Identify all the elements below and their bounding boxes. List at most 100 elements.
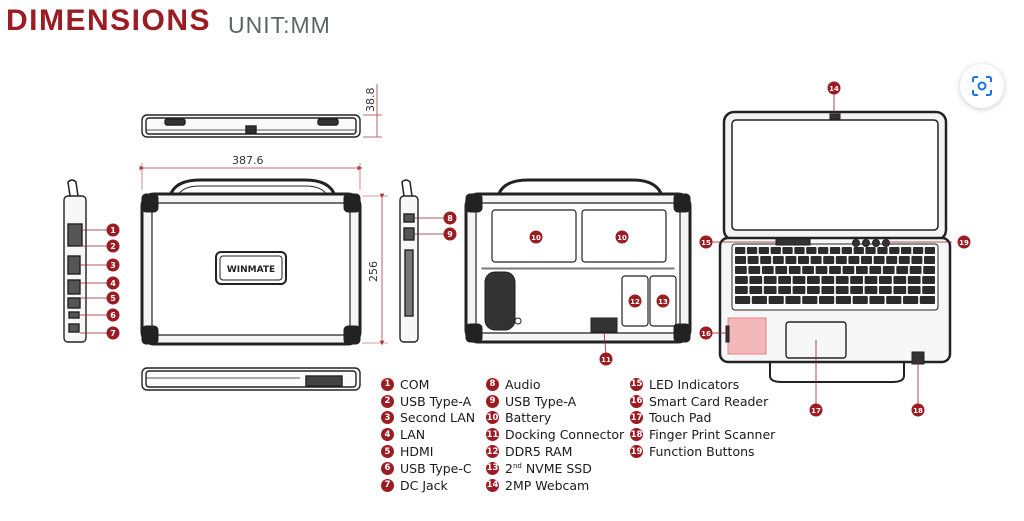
keyboard-key xyxy=(861,256,872,264)
keyboard-key xyxy=(758,247,769,254)
legend-number-badge: 2 xyxy=(381,394,394,408)
keyboard-key xyxy=(815,266,828,274)
keyboard-key xyxy=(746,247,758,254)
keyboard-key xyxy=(835,276,849,284)
width-dimension: 387.6 xyxy=(139,154,363,190)
keyboard-key xyxy=(912,247,924,254)
svg-text:7: 7 xyxy=(110,329,116,338)
legend-label: USB Type-A xyxy=(505,393,577,409)
right-side-leaders xyxy=(414,217,444,235)
keyboard-key xyxy=(749,286,763,294)
keyboard-key xyxy=(735,247,746,254)
legend-number-badge: 3 xyxy=(381,411,394,425)
keyboard-key xyxy=(842,266,855,274)
callout-1: 1 xyxy=(106,223,120,237)
bottom-edge-view xyxy=(141,367,361,391)
legend-number-badge: 7 xyxy=(381,478,394,492)
keyboard-key xyxy=(889,247,900,254)
keyboard-key xyxy=(735,286,748,294)
svg-text:14: 14 xyxy=(829,85,839,93)
depth-label: 38.8 xyxy=(364,88,377,113)
left-side-leaders xyxy=(80,229,108,334)
keyboard-key xyxy=(924,256,935,264)
callout-18: 18 xyxy=(911,403,925,417)
callout-2: 2 xyxy=(106,239,120,253)
legend-item: 7 DC Jack xyxy=(381,477,475,494)
keyboard-key xyxy=(856,266,868,274)
google-lens-button[interactable] xyxy=(960,64,1004,108)
legend-label: HDMI xyxy=(400,444,434,460)
legend-label: USB Type-C xyxy=(400,460,472,476)
keyboard-key xyxy=(819,296,835,304)
keyboard-key xyxy=(829,247,841,254)
legend-label: LAN xyxy=(400,427,426,443)
keyboard-key xyxy=(735,266,747,274)
svg-text:16: 16 xyxy=(701,330,711,338)
keyboard-key xyxy=(763,276,777,284)
right-side-view xyxy=(399,179,419,343)
legend-number-badge: 10 xyxy=(486,411,499,425)
legend-label: DDR5 RAM xyxy=(505,444,573,460)
keyboard-key xyxy=(901,247,912,254)
google-lens-icon xyxy=(972,76,992,96)
depth-dimension: 38.8 xyxy=(363,84,382,138)
keyboard-key xyxy=(802,266,814,274)
legend-number-badge: 17 xyxy=(630,411,643,425)
svg-text:11: 11 xyxy=(601,356,611,364)
svg-text:17: 17 xyxy=(811,407,821,415)
keyboard-key xyxy=(785,296,801,304)
callout-5: 5 xyxy=(106,291,120,305)
legend-number-badge: 13 xyxy=(486,461,499,475)
callout-16: 16 xyxy=(699,326,713,340)
legend-number-badge: 15 xyxy=(630,377,643,391)
legend-number-badge: 9 xyxy=(486,394,499,408)
lid-view xyxy=(140,178,362,346)
svg-text:8: 8 xyxy=(447,214,453,223)
left-side-view xyxy=(63,179,87,343)
keyboard-key xyxy=(802,296,818,304)
keyboard-key xyxy=(923,266,935,274)
page-title: DIMENSIONS xyxy=(6,4,212,37)
keyboard-key xyxy=(751,296,767,304)
keyboard-key xyxy=(821,286,835,294)
svg-text:6: 6 xyxy=(110,311,116,320)
svg-text:5: 5 xyxy=(110,294,116,303)
keyboard-key xyxy=(848,256,860,264)
keyboard-key xyxy=(807,286,820,294)
callout-6: 6 xyxy=(106,308,120,322)
keyboard-key xyxy=(903,296,919,304)
keyboard-key xyxy=(850,286,863,294)
brand-logo: WINMATE xyxy=(227,265,275,275)
keyboard-key xyxy=(877,247,888,254)
keyboard-key xyxy=(879,286,892,294)
legend-label: Function Buttons xyxy=(649,444,755,460)
legend-label: 2nd NVME SSD xyxy=(505,460,592,476)
width-label: 387.6 xyxy=(232,154,264,167)
svg-text:1: 1 xyxy=(110,226,116,235)
keyboard-key xyxy=(864,286,878,294)
keyboard-key xyxy=(798,256,809,264)
keyboard-key xyxy=(907,286,921,294)
keyboard-key xyxy=(772,256,784,264)
keyboard-key xyxy=(763,286,777,294)
keyboard-key xyxy=(882,266,895,274)
keyboard-key xyxy=(818,247,829,254)
keyboard-key xyxy=(852,296,868,304)
keyboard-key xyxy=(893,276,907,284)
keyboard-key xyxy=(792,286,806,294)
legend-label: Smart Card Reader xyxy=(649,393,769,409)
legend-label: DC Jack xyxy=(400,477,448,493)
keyboard-key xyxy=(785,256,797,264)
legend-number-badge: 14 xyxy=(486,478,499,492)
docking-leader xyxy=(603,331,607,355)
